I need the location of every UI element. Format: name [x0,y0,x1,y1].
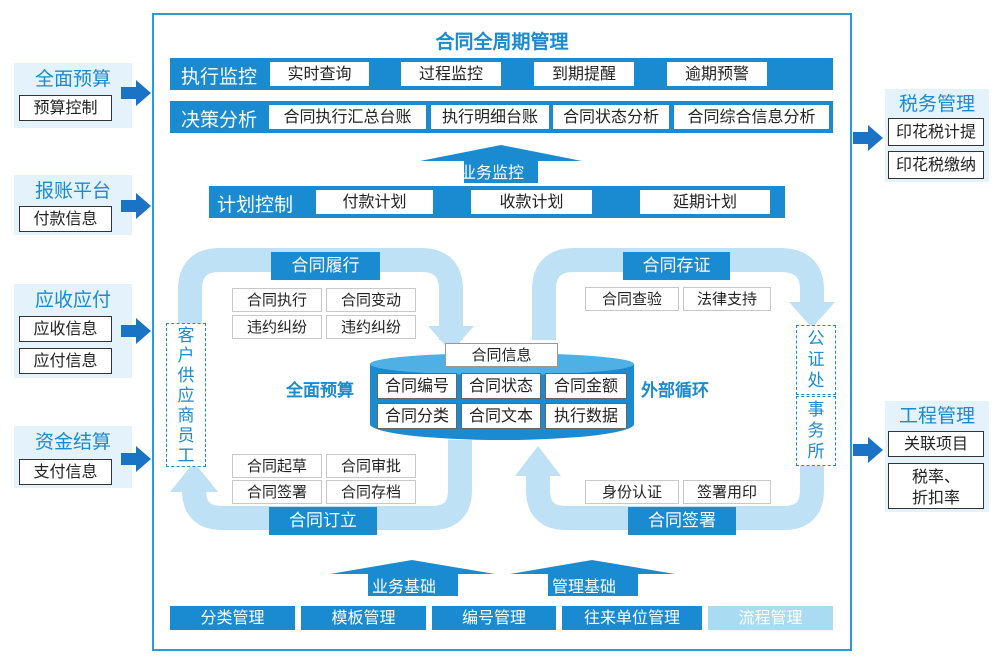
right-party-box-notary: 公 证 处 [796,325,836,395]
right-title-tax: 税务管理 [885,89,989,119]
center-header-contract-info: 合同信息 [445,343,558,367]
decision-item-summary-ledger: 合同执行汇总台账 [269,105,426,129]
up-arrow-business-monitor-icon [420,145,582,183]
right-item-stamp-tax-payment: 印花税缴纳 [888,151,984,179]
center-cell-number: 合同编号 [377,373,457,399]
sign-item-seal: 签署用印 [683,480,771,504]
decision-item-detail-ledger: 执行明细台账 [431,105,549,129]
plan-item-receipt: 收款计划 [471,190,592,214]
perform-item-execute: 合同执行 [232,288,322,312]
decision-item-status-analysis: 合同状态分析 [553,105,669,129]
perform-item-dispute-1: 违约纠纷 [232,315,322,339]
stage-tag-evidence: 合同存证 [623,252,730,280]
up-arrow-management-foundation-icon [510,560,675,596]
stage-tag-sign: 合同签署 [628,507,736,535]
bottom-template-management: 模板管理 [301,606,426,630]
establish-item-archive: 合同存档 [326,480,416,504]
perform-item-change: 合同变动 [326,288,416,312]
arrow-right-icon [121,193,151,219]
right-item-related-project: 关联项目 [888,431,984,457]
right-title-engineering: 工程管理 [885,401,989,431]
center-right-label: 外部循环 [641,381,709,401]
business-foundation-label: 业务基础 [372,577,437,596]
arrow-right-icon [121,446,151,472]
right-item-stamp-tax-accrual: 印花税计提 [888,118,984,146]
right-party-box-law-firm: 事 务 所 [796,396,836,466]
left-party-box: 客 户 供 应 商 员 工 [166,323,206,467]
right-item-tax-discount: 税率、 折扣率 [888,463,984,509]
business-monitor-label: 业务监控 [460,163,525,182]
center-cell-category: 合同分类 [377,403,457,429]
left-item-payable-info: 应付信息 [19,348,112,374]
arrow-right-icon [121,80,151,106]
decision-item-comprehensive-analysis: 合同综合信息分析 [674,105,829,129]
up-arrow-business-foundation-icon [330,560,495,596]
left-item-pay-info: 支付信息 [19,459,112,485]
bottom-category-management: 分类管理 [170,606,295,630]
establish-item-sign: 合同签署 [232,480,322,504]
exec-item-overdue-warning: 逾期预警 [667,62,767,86]
left-title-settlement: 资金结算 [14,426,132,458]
stage-tag-establish: 合同订立 [269,507,377,535]
left-title-budget: 全面预算 [14,63,132,95]
evidence-item-legal: 法律支持 [683,287,771,311]
arrow-right-icon [853,437,883,463]
establish-item-approve: 合同审批 [326,454,416,478]
arrow-right-icon [121,318,151,344]
bottom-partner-management: 往来单位管理 [562,606,702,630]
center-cell-status: 合同状态 [461,373,541,399]
center-left-label: 全面预算 [286,381,354,401]
plan-label: 计划控制 [217,194,294,216]
evidence-item-verify: 合同查验 [585,287,679,311]
bottom-number-management: 编号管理 [432,606,556,630]
exec-item-process-monitor: 过程监控 [401,62,501,86]
decision-label: 决策分析 [181,109,258,131]
left-item-receivable-info: 应收信息 [19,316,112,342]
exec-item-realtime-query: 实时查询 [270,62,369,86]
main-title: 合同全周期管理 [435,31,569,53]
center-cell-text: 合同文本 [461,403,541,429]
left-title-ar-ap: 应收应付 [14,284,132,316]
management-foundation-label: 管理基础 [552,577,617,596]
left-item-budget-control: 预算控制 [19,95,112,121]
center-cell-amount: 合同金额 [545,373,627,399]
establish-item-draft: 合同起草 [232,454,322,478]
sign-item-identity: 身份认证 [585,480,679,504]
stage-tag-perform: 合同履行 [271,252,380,280]
left-item-payment-info: 付款信息 [19,206,112,232]
plan-item-delay: 延期计划 [640,190,770,214]
exec-monitor-label: 执行监控 [181,66,258,88]
bottom-process-management: 流程管理 [708,606,833,630]
exec-item-due-reminder: 到期提醒 [534,62,634,86]
plan-item-payment: 付款计划 [316,190,433,214]
arrow-right-icon [853,125,883,151]
left-title-expense: 报账平台 [14,175,132,207]
center-cell-exec-data: 执行数据 [545,403,627,429]
perform-item-dispute-2: 违约纠纷 [326,315,416,339]
